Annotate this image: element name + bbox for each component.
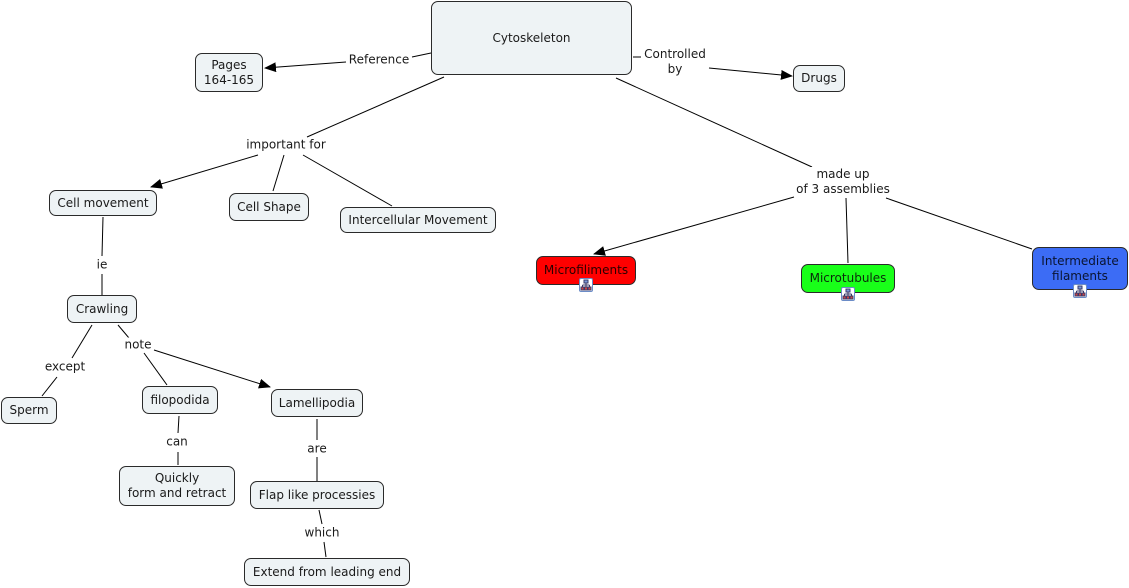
concept-flap-like-processies[interactable]: Flap like processies [250, 481, 384, 509]
link-label-controlled-by[interactable]: Controlled by [642, 47, 708, 77]
link-important-cellshape [272, 154, 285, 192]
link-note-filopodida [143, 352, 168, 386]
concept-cell-shape[interactable]: Cell Shape [229, 193, 309, 221]
concept-quickly-form-retract[interactable]: Quickly form and retract [119, 466, 235, 506]
link-madeup-microtubules [845, 197, 849, 264]
link-note-lamellipodia [153, 349, 271, 389]
link-which-extend [323, 541, 327, 558]
link-label-reference[interactable]: Reference [346, 52, 412, 68]
link-label-ie[interactable]: ie [94, 257, 110, 273]
link-madeup-intermediate [885, 197, 1033, 250]
concept-lamellipodia[interactable]: Lamellipodia [271, 389, 363, 417]
concept-filopodida[interactable]: filopodida [142, 386, 218, 414]
concept-pages[interactable]: Pages 164-165 [195, 53, 263, 92]
concept-extend-leading-end[interactable]: Extend from leading end [244, 558, 410, 586]
link-controlled-drugs [708, 67, 793, 80]
link-crawling-note [117, 324, 130, 339]
concept-drugs[interactable]: Drugs [793, 65, 845, 92]
link-label-note[interactable]: note [122, 337, 154, 353]
concept-intercellular-movement[interactable]: Intercellular Movement [340, 207, 496, 233]
link-label-which[interactable]: which [302, 525, 342, 541]
submap-icon-microfiliments[interactable] [579, 278, 593, 292]
link-madeup-microfiliments [593, 196, 795, 256]
concept-cell-movement[interactable]: Cell movement [49, 190, 157, 216]
submap-icon-intermediate-filaments[interactable] [1073, 284, 1087, 298]
link-cyto-madeup [615, 77, 813, 168]
concept-sperm[interactable]: Sperm [1, 397, 57, 424]
link-important-intercellular [302, 154, 393, 207]
link-label-made-up[interactable]: made up of 3 assemblies [794, 167, 892, 197]
link-crawling-except [71, 324, 93, 359]
link-label-except[interactable]: except [42, 359, 88, 375]
concept-cytoskeleton[interactable]: Cytoskeleton [431, 1, 632, 75]
link-flap-which [318, 509, 323, 525]
link-important-cellmovement [150, 154, 259, 189]
link-except-sperm [41, 376, 58, 397]
concept-crawling[interactable]: Crawling [67, 295, 137, 323]
link-filopodida-can [177, 415, 180, 434]
link-label-are[interactable]: are [305, 441, 329, 457]
link-cyto-important [306, 76, 445, 138]
link-label-important-for[interactable]: important for [244, 137, 328, 153]
submap-icon-microtubules[interactable] [841, 287, 855, 301]
link-reference-pages [264, 61, 347, 73]
link-cellmovement-ie [101, 216, 104, 257]
link-label-can[interactable]: can [164, 434, 190, 450]
link-cyto-reference [411, 52, 432, 58]
